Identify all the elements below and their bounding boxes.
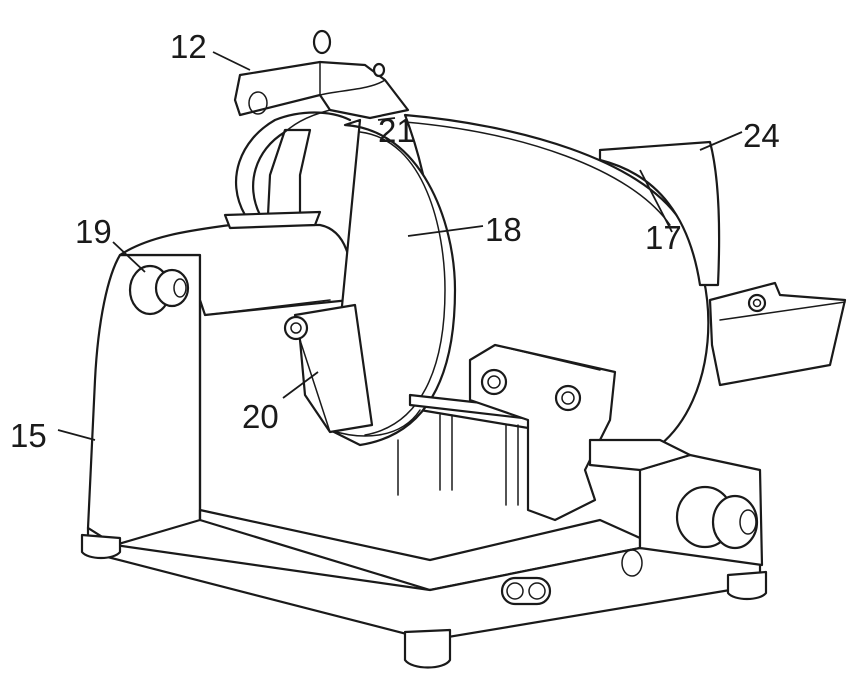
leader-24 — [699, 131, 743, 151]
label-20: 20 — [242, 398, 279, 435]
label-19: 19 — [75, 213, 112, 250]
reference-numerals: 12 21 24 19 18 17 20 15 — [10, 28, 780, 454]
leader-17 — [639, 169, 673, 233]
label-17: 17 — [645, 219, 682, 256]
leader-20 — [282, 371, 319, 399]
tray — [598, 140, 847, 387]
label-24: 24 — [743, 117, 780, 154]
label-18: 18 — [485, 211, 522, 248]
base-frame — [80, 253, 768, 669]
label-15: 15 — [10, 417, 47, 454]
leader-18 — [407, 225, 484, 237]
upper-side-frame — [118, 223, 353, 522]
top-holder — [223, 29, 410, 230]
bracket — [283, 303, 374, 434]
label-12: 12 — [170, 28, 207, 65]
leader-lines — [57, 51, 743, 441]
leader-19 — [112, 241, 146, 273]
leader-21 — [377, 117, 396, 121]
leader-15 — [57, 429, 96, 441]
carriage — [397, 343, 692, 522]
label-21: 21 — [378, 112, 415, 149]
leader-12 — [212, 51, 251, 71]
